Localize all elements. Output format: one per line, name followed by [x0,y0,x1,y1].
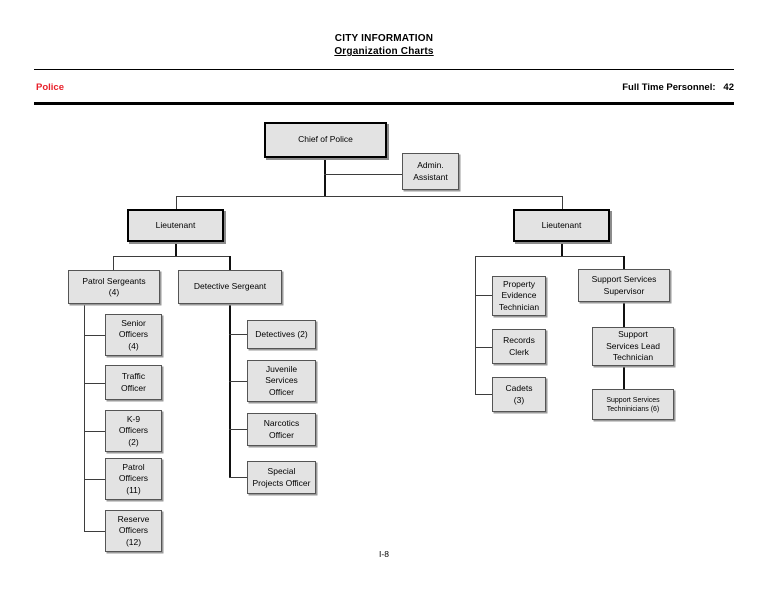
node-detectives[interactable]: Detectives (2) [247,320,316,349]
connector-detective-branch-4 [229,477,247,478]
node-cadets-label: Cadets (3) [505,383,533,405]
node-property-evidence-technician[interactable]: Property Evidence Technician [492,276,546,316]
node-patrol-sergeants-label: Patrol Sergeants (4) [82,275,146,298]
connector-detective-sgt-drop [229,256,231,270]
connector-left-lt-stem [175,241,177,257]
node-traffic-officer-label: Traffic Officer [121,371,146,393]
node-records-clerk-label: Records Clerk [503,335,535,357]
connector-patrol-branch-5 [84,531,105,532]
page-number: I-8 [379,549,389,559]
node-support-services-lead-technician-label: Support Services Lead Technician [606,329,660,363]
node-lieutenant-left-label: Lieutenant [155,219,196,230]
node-chief-of-police-label: Chief of Police [298,134,353,145]
node-support-services-technicians-label: Support Services Techninicians (6) [606,396,660,413]
node-support-services-technicians[interactable]: Support Services Techninicians (6) [592,389,674,420]
node-detective-sergeant[interactable]: Detective Sergeant [178,270,282,304]
page-title-line1: CITY INFORMATION [334,33,434,44]
header-divider-top [34,69,734,70]
node-detective-sergeant-label: Detective Sergeant [193,281,267,292]
connector-support-to-lead [623,302,625,328]
node-support-services-supervisor-label: Support Services Supervisor [591,274,657,296]
node-k9-officers[interactable]: K-9 Officers (2) [105,410,162,452]
node-special-projects-officer-label: Special Projects Officer [252,466,311,488]
connector-patrol-branch-1 [84,335,105,336]
connector-records-spine [475,256,476,394]
node-cadets[interactable]: Cadets (3) [492,377,546,412]
node-chief-of-police[interactable]: Chief of Police [264,122,387,158]
connector-records-branch-3 [475,394,492,395]
connector-records-branch-1 [475,295,492,296]
connector-patrol-sgt-drop [113,256,114,270]
connector-patrol-branch-2 [84,383,105,384]
full-time-personnel-label: Full Time Personnel: 42 [622,82,734,93]
connector-right-lt-stem [561,241,563,257]
connector-lieutenant-left-drop [176,196,177,210]
node-support-services-supervisor[interactable]: Support Services Supervisor [578,269,670,302]
node-special-projects-officer[interactable]: Special Projects Officer [247,461,316,494]
connector-detective-branch-3 [229,429,247,430]
node-reserve-officers[interactable]: Reserve Officers (12) [105,510,162,552]
node-lieutenant-left[interactable]: Lieutenant [127,209,224,242]
department-label: Police [36,82,64,93]
node-reserve-officers-label: Reserve Officers (12) [117,513,150,547]
node-juvenile-services-officer-label: Juvenile Services Officer [265,363,298,397]
connector-lieutenant-bus [176,196,563,197]
node-records-clerk[interactable]: Records Clerk [492,329,546,364]
header-divider-main [34,102,734,105]
node-patrol-officers[interactable]: Patrol Officers (11) [105,458,162,500]
connector-detective-spine [229,303,231,477]
node-senior-officers[interactable]: Senior Officers (4) [105,314,162,356]
connector-chief-admin [324,174,403,175]
connector-sergeant-bus [113,256,230,257]
connector-detective-branch-1 [229,334,247,335]
node-patrol-sergeants[interactable]: Patrol Sergeants (4) [68,270,160,304]
connector-chief-stem [324,158,326,196]
node-admin-assistant-label: Admin. Assistant [413,160,448,182]
node-k9-officers-label: K-9 Officers (2) [118,413,149,447]
node-lieutenant-right[interactable]: Lieutenant [513,209,610,242]
connector-records-branch-2 [475,347,492,348]
node-traffic-officer[interactable]: Traffic Officer [105,365,162,400]
connector-lead-to-techs [623,365,625,390]
node-detectives-label: Detectives (2) [255,328,308,339]
connector-detective-branch-2 [229,381,247,382]
node-senior-officers-label: Senior Officers (4) [118,317,149,351]
connector-patrol-branch-4 [84,479,105,480]
connector-right-bus [475,256,624,257]
node-admin-assistant[interactable]: Admin. Assistant [402,153,459,190]
node-narcotics-officer[interactable]: Narcotics Officer [247,413,316,446]
page-title-line2: Organization Charts [334,46,434,57]
node-narcotics-officer-label: Narcotics Officer [263,418,300,440]
node-patrol-officers-label: Patrol Officers (11) [118,461,149,495]
connector-patrol-branch-3 [84,431,105,432]
node-juvenile-services-officer[interactable]: Juvenile Services Officer [247,360,316,402]
connector-lieutenant-right-drop [562,196,563,210]
connector-patrol-spine [84,303,85,532]
node-property-evidence-technician-label: Property Evidence Technician [498,278,540,312]
node-lieutenant-right-label: Lieutenant [541,219,582,230]
connector-support-drop [623,256,625,270]
node-support-services-lead-technician[interactable]: Support Services Lead Technician [592,327,674,366]
